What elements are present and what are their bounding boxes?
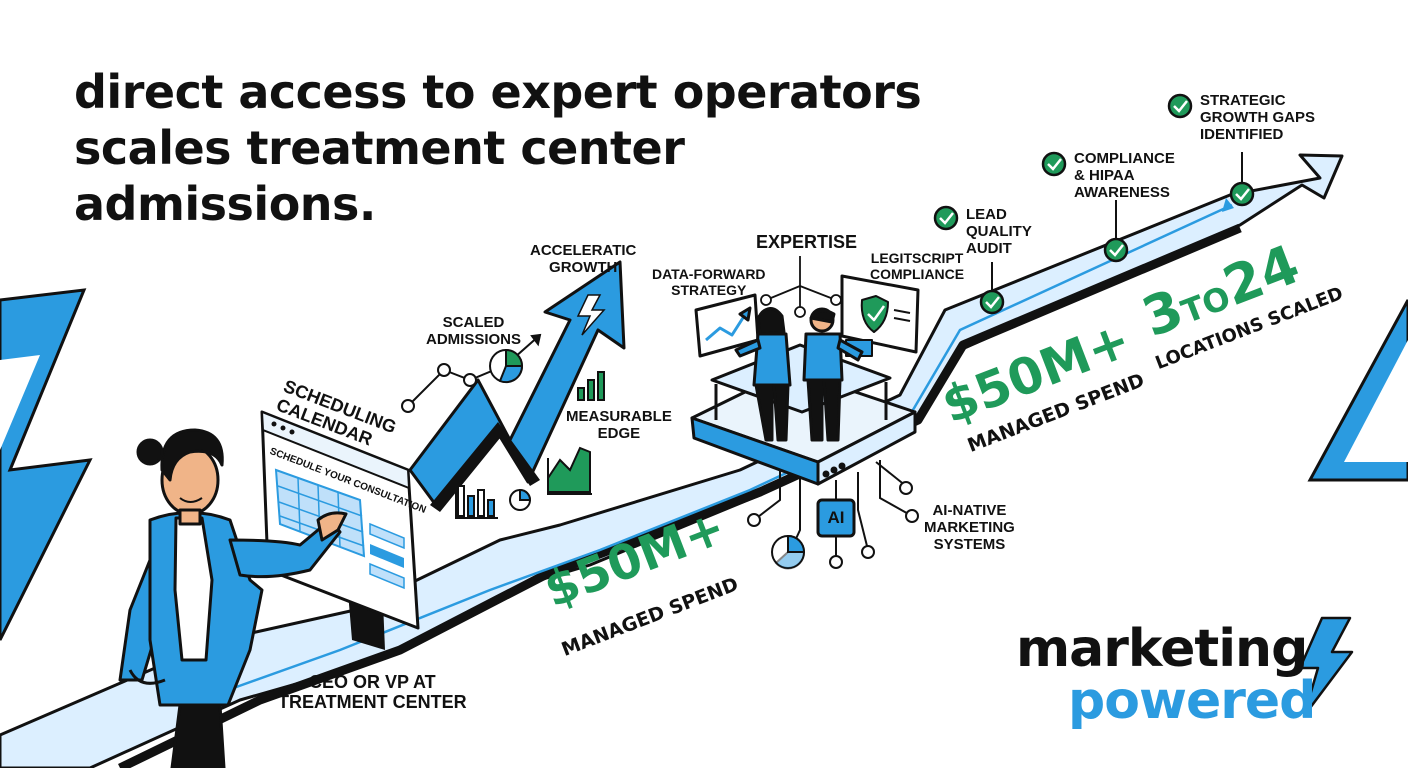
ceo-presenter-figure [118,428,348,768]
scaled-admissions-chart [401,333,542,413]
ai-network [747,460,919,570]
milestone-check-icon [1103,237,1129,263]
legitscript-compliance-label: LEGITSCRIPT COMPLIANCE [870,250,965,282]
milestone-lead-quality-label: LEAD QUALITY AUDIT [966,206,1032,257]
scaled-admissions-label: SCALED ADMISSIONS [426,314,522,348]
headline-line: scales treatment center [74,121,685,175]
label-check-icon [933,205,959,231]
ai-chip-label: AI [827,508,845,527]
label-check-icon [1041,151,1067,177]
logo-lightning-icon [1298,616,1354,718]
milestone-checks [933,93,1255,315]
milestone-compliance-label: COMPLIANCE & HIPAA AWARENESS [1074,150,1175,201]
milestone-growth-gaps-label: STRATEGIC GROWTH GAPS IDENTIFIED [1200,92,1315,143]
ai-native-marketing-label: AI-NATIVE MARKETING SYSTEMS [924,502,1015,553]
logo-word-powered: powered [1068,671,1316,731]
headline-line: admissions. [74,177,376,231]
headline-line: direct access to expert operators [74,65,922,119]
left-lightning-icon [0,288,93,641]
ai-chip-icon [816,498,856,538]
right-triangle-icon [1307,299,1408,482]
milestone-check-icon [979,289,1005,315]
data-forward-strategy-label: DATA-FORWARD STRATEGY [652,266,766,298]
milestone-check-icon [1229,181,1255,207]
logo-word-marketing: marketing [1016,619,1308,679]
expert-operators-platform [690,256,920,486]
brand-logo: marketing powered [1016,619,1346,731]
expertise-label: EXPERTISE [756,232,858,252]
headline: direct access to expert operators scales… [74,64,934,232]
ceo-vp-label: CEO or VP AT TREATMENT CENTER [278,672,467,712]
measurable-edge-charts [455,371,605,519]
label-check-icon [1167,93,1193,119]
accelerating-growth-label: ACCELERATIC GROWTH [530,242,637,276]
measurable-edge-label: MEASURABLE EDGE [566,408,672,442]
